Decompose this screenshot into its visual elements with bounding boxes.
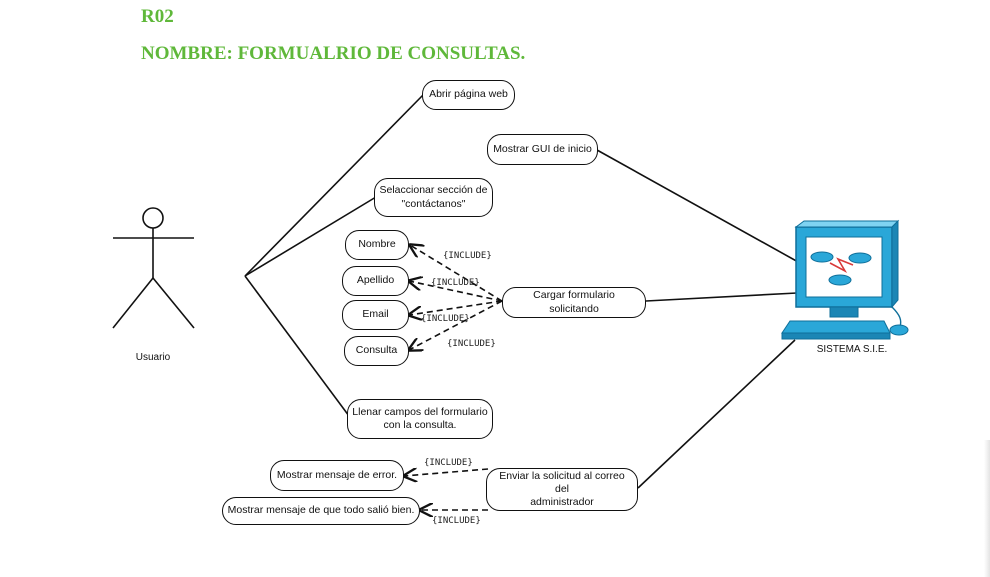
use-case-abrir-pagina: Abrir página web bbox=[422, 80, 515, 110]
include-label-error: {INCLUDE} bbox=[424, 458, 473, 468]
use-case-cargar-formulario: Cargar formulario solicitando bbox=[502, 287, 646, 318]
include-label-consulta: {INCLUDE} bbox=[447, 339, 496, 349]
include-label-exito: {INCLUDE} bbox=[432, 516, 481, 526]
use-case-mensaje-exito: Mostrar mensaje de que todo salió bien. bbox=[222, 497, 420, 525]
use-case-llenar-campos: Llenar campos del formulario con la cons… bbox=[347, 399, 493, 439]
include-label-nombre: {INCLUDE} bbox=[443, 251, 492, 261]
use-case-enviar-solicitud: Enviar la solicitud al correo del admini… bbox=[486, 468, 638, 511]
system-associations bbox=[596, 149, 801, 489]
use-case-consulta: Consulta bbox=[344, 336, 409, 366]
system-actor-label: SISTEMA S.I.E. bbox=[817, 344, 888, 355]
system-computer-icon bbox=[781, 219, 909, 340]
page-edge-shadow bbox=[984, 440, 990, 577]
include-label-email: {INCLUDE} bbox=[421, 314, 470, 324]
use-case-apellido: Apellido bbox=[342, 266, 409, 296]
use-case-seleccionar-contacto: Selaccionar sección de "contáctanos" bbox=[374, 178, 493, 217]
use-case-email: Email bbox=[342, 300, 409, 330]
use-case-mensaje-error: Mostrar mensaje de error. bbox=[270, 460, 404, 491]
include-arrows bbox=[404, 245, 503, 510]
diagram-title: NOMBRE: FORMUALRIO DE CONSULTAS. bbox=[141, 43, 526, 64]
use-case-mostrar-gui: Mostrar GUI de inicio bbox=[487, 134, 598, 165]
use-case-nombre: Nombre bbox=[345, 230, 409, 260]
user-actor-label: Usuario bbox=[136, 352, 171, 363]
requirement-code: R02 bbox=[141, 6, 174, 27]
user-associations bbox=[244, 93, 425, 417]
user-actor bbox=[112, 207, 195, 329]
include-label-apellido: {INCLUDE} bbox=[431, 278, 480, 288]
